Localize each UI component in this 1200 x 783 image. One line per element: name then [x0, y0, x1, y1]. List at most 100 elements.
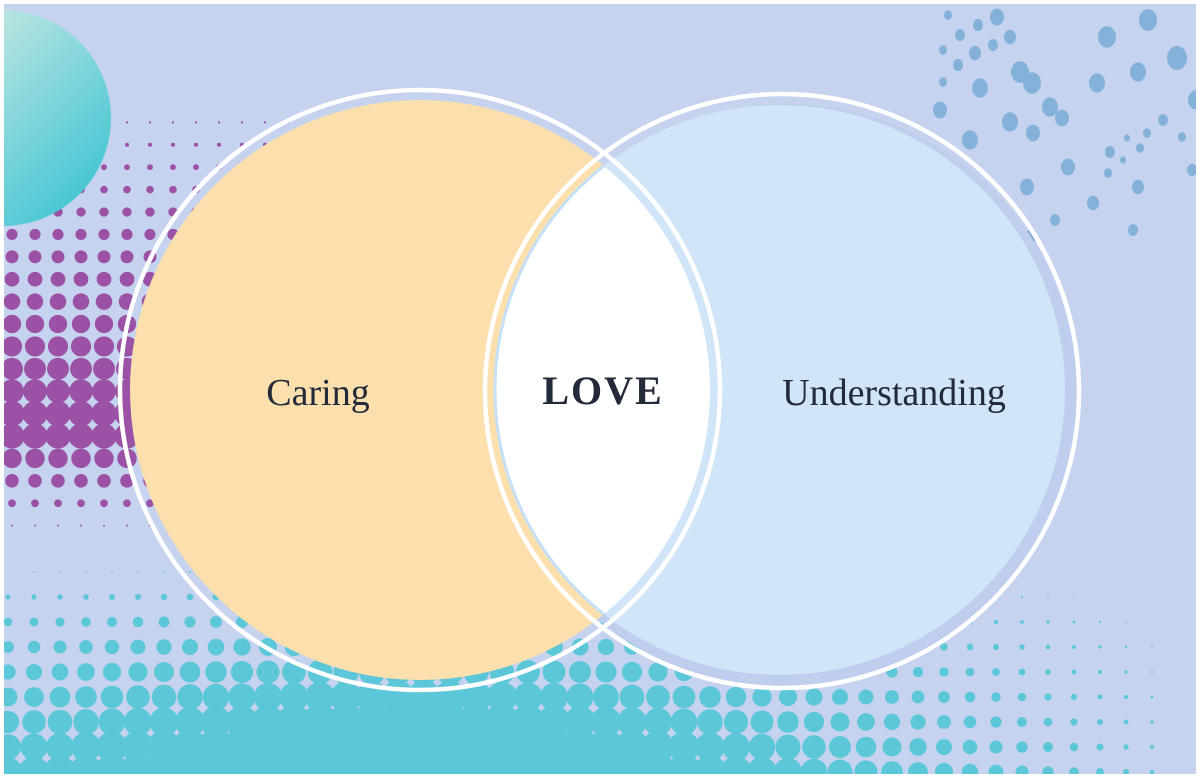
halftone-dot: [49, 686, 71, 708]
halftone-dot: [1151, 646, 1153, 648]
halftone-dot: [179, 661, 201, 683]
halftone-dot: [31, 594, 37, 600]
halftone-dot: [50, 271, 66, 287]
halftone-dot: [1097, 694, 1103, 700]
halftone-dot: [170, 164, 176, 171]
halftone-dot: [1020, 595, 1024, 599]
halftone-dot: [2, 641, 14, 653]
halftone-dot: [91, 423, 117, 449]
halftone-dot: [1020, 620, 1024, 624]
halftone-dot: [911, 690, 925, 704]
halftone-dot: [26, 293, 44, 310]
scatter-dot: [1089, 73, 1105, 93]
halftone-dot: [593, 684, 619, 710]
halftone-dot: [963, 715, 977, 729]
halftone-dot: [279, 682, 309, 712]
halftone-dot: [181, 638, 199, 656]
halftone-dot: [130, 639, 146, 655]
halftone-dot: [750, 710, 774, 734]
halftone-dot: [29, 228, 41, 240]
halftone-dot: [100, 499, 108, 508]
halftone-dot: [752, 687, 772, 707]
scatter-dot: [955, 29, 965, 41]
halftone-dot: [205, 661, 227, 683]
halftone-dot: [962, 739, 978, 755]
halftone-dot: [68, 423, 94, 449]
halftone-dot: [24, 336, 46, 357]
halftone-dot: [513, 682, 543, 712]
halftone-dot: [76, 207, 86, 217]
halftone-dot: [120, 250, 134, 264]
halftone-dot: [217, 142, 221, 147]
halftone-dot: [1070, 693, 1078, 701]
halftone-dot: [22, 423, 48, 449]
halftone-dot: [25, 448, 45, 469]
halftone-dot: [100, 185, 108, 194]
scatter-dot: [1143, 128, 1151, 138]
halftone-dot: [96, 731, 128, 763]
halftone-dot: [1150, 720, 1154, 724]
halftone-dot: [151, 684, 177, 710]
halftone-dot: [193, 164, 199, 171]
halftone-dot: [3, 293, 21, 310]
halftone-dot: [57, 524, 59, 527]
halftone-dot: [1124, 645, 1128, 649]
halftone-dot: [1069, 742, 1079, 752]
halftone-dot: [59, 571, 61, 573]
halftone-dot: [263, 121, 267, 124]
halftone-dot: [672, 685, 696, 709]
halftone-dot: [27, 271, 43, 287]
halftone-dot: [22, 710, 46, 734]
halftone-dot: [132, 616, 144, 628]
halftone-dot: [125, 121, 129, 124]
halftone-dot: [993, 619, 999, 625]
halftone-dot: [697, 709, 723, 735]
halftone-dot: [253, 682, 283, 712]
teal-gradient-circle-decor: [0, 10, 111, 226]
halftone-dot: [883, 713, 901, 731]
halftone-dot: [0, 664, 16, 680]
halftone-dot: [858, 689, 874, 705]
halftone-dot: [831, 688, 849, 706]
halftone-dot: [91, 400, 117, 427]
scatter-dot: [1004, 29, 1016, 45]
halftone-dot: [1096, 768, 1104, 776]
halftone-dot: [857, 713, 875, 731]
halftone-dot: [96, 271, 112, 287]
halftone-dot: [1124, 695, 1128, 699]
halftone-dot: [590, 706, 622, 738]
halftone-dot: [11, 524, 13, 527]
scatter-dot: [1178, 132, 1186, 142]
scatter-dot: [1104, 168, 1112, 178]
halftone-dot: [27, 640, 41, 654]
halftone-dot: [1072, 645, 1076, 649]
halftone-dot: [109, 594, 115, 600]
halftone-dot: [45, 732, 75, 762]
halftone-dot: [134, 593, 142, 601]
halftone-dot: [119, 271, 135, 287]
halftone-dot: [1098, 620, 1102, 624]
halftone-dot: [70, 357, 92, 380]
halftone-dot: [98, 228, 110, 240]
halftone-dot: [1043, 742, 1053, 752]
halftone-dot: [48, 314, 68, 334]
halftone-dot: [2, 448, 22, 469]
halftone-dot: [670, 708, 698, 736]
halftone-dot: [646, 685, 670, 709]
halftone-dot: [256, 660, 280, 684]
halftone-dot: [1, 336, 23, 357]
halftone-dot: [169, 185, 177, 194]
halftone-dot: [0, 710, 20, 734]
halftone-dot: [1150, 745, 1154, 749]
halftone-dot: [99, 207, 109, 217]
halftone-dot: [0, 734, 21, 760]
halftone-dot: [617, 707, 647, 737]
halftone-dot: [126, 685, 150, 709]
halftone-dot: [186, 593, 194, 601]
halftone-dot: [83, 594, 89, 600]
halftone-dot: [74, 250, 88, 264]
intersection-lens: [493, 103, 710, 677]
halftone-dot: [539, 682, 569, 712]
halftone-dot: [123, 499, 131, 508]
scatter-dot: [1105, 146, 1115, 158]
